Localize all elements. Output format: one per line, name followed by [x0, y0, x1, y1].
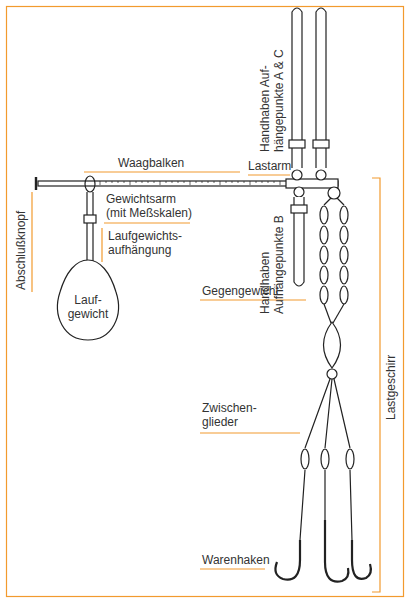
part-label: Lastgeschirr — [384, 355, 398, 420]
part-label: Handhaben Aufhängepunkte B — [258, 215, 286, 314]
weight-label: Lauf- gewicht — [50, 293, 126, 321]
part-label: Abschlußknopf — [14, 211, 28, 290]
steelyard — [36, 8, 371, 582]
part-label: Laufgewichts- aufhängung — [108, 229, 182, 257]
counterweight — [324, 322, 341, 368]
part-label: Warenhaken — [202, 553, 270, 567]
part-label: Gewichtsarm (mit Meßskalen) — [106, 192, 192, 220]
part-label: Gegengewicht — [202, 284, 279, 298]
part-label: Waagbalken — [118, 156, 184, 170]
leader-lines — [32, 172, 380, 592]
running-weight: Lauf- gewicht — [50, 258, 126, 342]
part-label: Handhaben Auf- hängepunkte A & C — [258, 49, 286, 152]
part-label: Zwischen- glieder — [202, 401, 257, 429]
part-label: Lastarm — [248, 159, 291, 173]
frame — [7, 7, 404, 597]
